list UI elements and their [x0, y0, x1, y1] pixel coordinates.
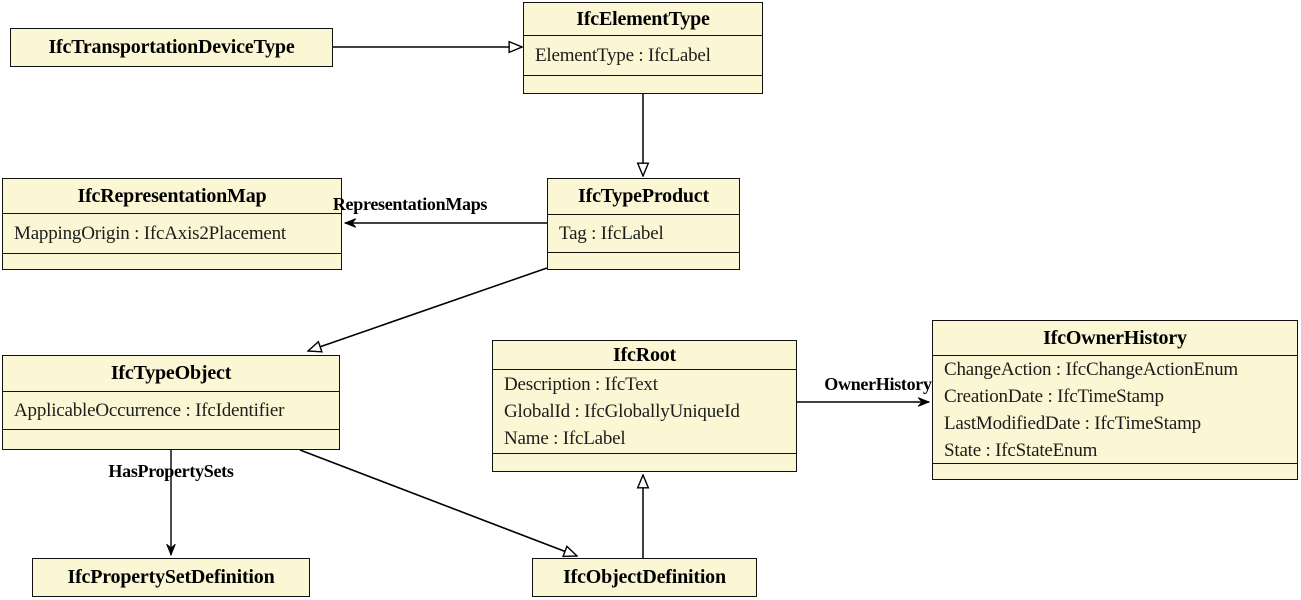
class-box-ifcpropertysetdefinition: IfcPropertySetDefinition: [32, 558, 310, 597]
attribute-line: ChangeAction : IfcChangeActionEnum: [944, 358, 1238, 380]
class-box-ifctypeproduct: IfcTypeProduct Tag : IfcLabel: [547, 178, 740, 270]
class-title: IfcObjectDefinition: [563, 566, 726, 588]
class-title: IfcRepresentationMap: [77, 184, 267, 207]
relation-label-haspropertysets: HasPropertySets: [108, 461, 234, 481]
class-box-ifctypeobject: IfcTypeObject ApplicableOccurrence : Ifc…: [2, 355, 340, 450]
class-box-ifcelementtype: IfcElementType ElementType : IfcLabel: [523, 2, 763, 94]
class-footer: [524, 75, 762, 93]
class-footer: [3, 429, 339, 449]
attribute-line: Description : IfcText: [504, 374, 658, 395]
class-attributes: ChangeAction : IfcChangeActionEnum Creat…: [933, 355, 1297, 463]
attribute-line: Tag : IfcLabel: [559, 223, 664, 244]
attribute-line: ApplicableOccurrence : IfcIdentifier: [14, 400, 285, 421]
class-footer: [548, 252, 739, 269]
class-attributes: Description : IfcText GlobalId : IfcGlob…: [493, 369, 796, 453]
class-footer: [493, 453, 796, 471]
attribute-line: CreationDate : IfcTimeStamp: [944, 385, 1164, 407]
attribute-line: GlobalId : IfcGloballyUniqueId: [504, 401, 740, 422]
attribute-line: Name : IfcLabel: [504, 428, 626, 449]
class-footer: [3, 253, 341, 269]
class-title: IfcTransportationDeviceType: [48, 36, 295, 58]
class-title: IfcElementType: [576, 7, 710, 30]
class-attributes: MappingOrigin : IfcAxis2Placement: [3, 213, 341, 253]
relation-label-ownerhistory: OwnerHistory: [824, 374, 932, 394]
attribute-line: State : IfcStateEnum: [944, 439, 1098, 461]
attribute-line: ElementType : IfcLabel: [535, 45, 711, 66]
attribute-line: MappingOrigin : IfcAxis2Placement: [14, 223, 287, 244]
class-attributes: Tag : IfcLabel: [548, 214, 739, 252]
class-box-ifcroot: IfcRoot Description : IfcText GlobalId :…: [492, 340, 797, 472]
class-attributes: ElementType : IfcLabel: [524, 35, 762, 75]
class-box-ifcobjectdefinition: IfcObjectDefinition: [532, 558, 757, 597]
class-title: IfcPropertySetDefinition: [67, 566, 275, 588]
class-title: IfcTypeObject: [110, 362, 232, 384]
inheritance-arrow-typeobject-to-objectdefinition: [299, 449, 577, 556]
class-footer: [933, 463, 1297, 479]
attribute-line: LastModifiedDate : IfcTimeStamp: [944, 412, 1201, 434]
relation-label-representationmaps: RepresentationMaps: [332, 194, 488, 214]
inheritance-arrow-typeproduct-to-typeobject: [308, 267, 548, 351]
class-title: IfcOwnerHistory: [1043, 326, 1187, 349]
class-title: IfcTypeProduct: [578, 185, 709, 207]
class-box-ifcownerhistory: IfcOwnerHistory ChangeAction : IfcChange…: [932, 320, 1298, 480]
class-box-ifcrepresentationmap: IfcRepresentationMap MappingOrigin : Ifc…: [2, 178, 342, 270]
class-attributes: ApplicableOccurrence : IfcIdentifier: [3, 391, 339, 429]
class-title: IfcRoot: [612, 343, 677, 366]
class-box-ifctransportationdevicetype: IfcTransportationDeviceType: [10, 28, 333, 67]
